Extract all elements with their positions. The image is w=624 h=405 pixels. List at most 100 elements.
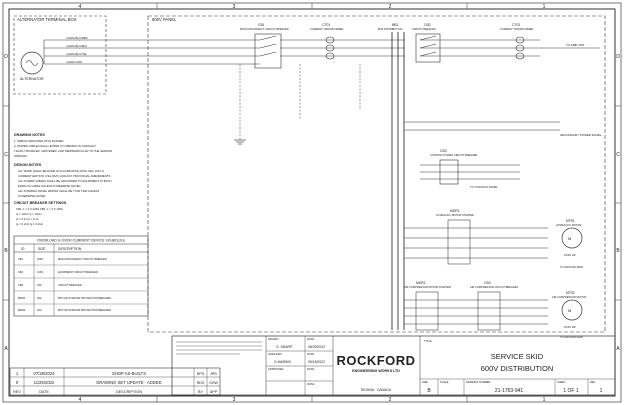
col-number-bottom: 4 [79,397,82,403]
motor-2-symbol: M [561,299,583,321]
drawn-label: DRAWN [268,337,278,341]
scale-label: SCALE [440,380,449,384]
approved-label: APPROVED [268,367,284,371]
cb2-symbol [415,33,441,63]
drawn-by: G. SHARP [276,345,293,349]
revision-cell: DRAWING SET UPDATE - ADDED [96,380,161,385]
schedule-cell: 30A [37,296,42,300]
schedule-cell: 20A [37,308,42,312]
secondary-panel-label: SECONDARY POWER PANEL [560,133,602,137]
mtr2-id: MTR2 [566,291,575,295]
title-block [171,335,616,396]
cb4-id: CB4 [484,281,491,285]
cb3-name: CONTROL POWER CIRCUIT BREAKER [430,153,478,157]
schedule-cell: CIRCUIT BREAKER [58,283,82,287]
date-label: DATE [307,337,314,341]
cb-setting: tp = 0.1s tp = 0.1s [16,217,39,221]
svg-text:4 AWG BLU/YEL: 4 AWG BLU/YEL [66,52,87,56]
rockford-logo: ROCKFORD ENGINEERING WORKS LTD REGINA · … [336,353,415,392]
date-label: DATE [307,352,314,356]
checked-by: G.MARINO [274,360,292,364]
revision-block [9,367,221,396]
date-label: DATE [307,367,314,371]
col-number-bottom: 1 [543,397,546,403]
row-letter-right: D [616,54,620,60]
sheet-value: 1 OF 1 [563,388,579,394]
revision-header: DESCRIPTION [116,390,142,394]
revision-cell: RDS [197,381,205,385]
mdr2-name: AIR COMPRESSOR MOTOR STARTER [404,285,451,289]
cb-settings-title: CIRCUIT BREAKER SETTINGS [14,201,67,205]
ct02-name: CURRENT TRANSFORMER [500,27,533,31]
ct-name: CURRENT TRANSFORMER [310,27,343,31]
schedule-cell: MAIN DISCONNECT CIRCUIT BREAKER [58,257,107,261]
cb2-name: CIRCUIT BREAKER [412,27,436,31]
ground-symbol [234,139,246,145]
secondary-panel-wiring [404,121,560,180]
column-tick-marks [3,3,621,402]
row-letter-left: C [4,152,8,158]
drawing-number-label: DRAWING NUMBER [466,380,491,384]
schedule-cell: CB3 [18,283,24,287]
design-note: ALL INTERNAL PANEL WIRING SHALL BE TYPE … [18,189,99,193]
drawing-note: OPENING. [14,154,28,158]
mdr1-name: HYDRAULIC MOTOR STARTER [436,213,474,217]
schedule-header: SIZE [38,247,46,251]
feeder-cables [43,39,600,65]
col-number-bottom: 3 [233,397,236,403]
confidentiality-fine-print [176,341,262,355]
cb-setting: Ip = 10xIn Ip = 10xIn [16,212,42,216]
cb3-id: CB3 [440,149,447,153]
schedule-title: OVERLOAD & OVER CURRENT DEVICE SCHEDULE [37,239,126,243]
design-note: CURRENT EDITION, CSA (RVC) AND ANY PROVI… [18,174,110,178]
alternator-box-title: ALTERNATOR TERMINAL BOX [17,17,77,22]
revision-cell: RPS [197,372,205,376]
col-number-top: 3 [233,4,236,10]
alternator-terminal-box [13,15,107,95]
title-label: TITLE [424,339,432,343]
drawing-note: 2. POWER CABLES SHALL ENTER CT OPENING I… [14,144,96,148]
revision-cell: SHOP AS-BUILTS [112,371,146,376]
current-transformer-symbol [325,36,335,60]
ct-id: CT01 [322,23,330,27]
schedule-cell: 225A [37,257,43,261]
drawing-number-value: 21-1763-941 [495,388,524,394]
col-number-top: 1 [543,4,546,10]
sheet-label: SHEET [557,380,566,384]
svg-text:4 AWG BLU/RED: 4 AWG BLU/RED [66,36,88,40]
checked-date: 09/15/2022 [308,360,325,364]
main-breaker-id: CB1 [258,23,265,27]
revision-cell: 0 [16,380,19,385]
revision-header: DATE [39,390,49,394]
row-letter-left: D [4,54,8,60]
panel-box-title: 600V PANEL [152,17,177,22]
row-letter-left: B [4,248,8,254]
output-label: TO ABB UNIT [566,43,585,47]
row-letter-right: A [616,346,620,352]
bus-id: BB1 [392,23,399,27]
revision-header: REV [13,390,21,394]
size-value: B [427,388,431,394]
logo-name: ROCKFORD [336,353,415,368]
design-note: ALL WORK SHALL BE DONE IN ACCORDANCE WIT… [18,169,104,173]
cb2-id: CB2 [424,23,431,27]
row-letter-right: C [616,152,620,158]
revision-header: BY [198,390,204,394]
col-number-top: 4 [79,4,82,10]
schedule-cell: MDR2 [18,308,26,312]
revision-cell: 07/28/2023 [34,371,56,376]
design-note: OTHERWISE NOTED [18,194,45,198]
logo-sub: ENGINEERING WORKS LTD [352,369,400,373]
mtr2-name: AIR COMPRESSOR MOTOR [552,295,586,299]
mtr2-rating: 10/15 HP [564,325,576,329]
rev-value: 1 [600,388,603,394]
schedule-cell: CB1 [18,257,24,261]
drawing-title-line2: 600V DISTRIBUTION [481,364,554,373]
schedule-cell: MOTOR STARTER PROTECTION BREAKER [58,308,111,312]
logo-city: REGINA · CANADA [361,388,392,392]
ct02-symbol [515,36,525,60]
ground-label-2: TO GROUND GRID [560,335,583,339]
schedule-header: DESCRIPTION [58,247,82,251]
schedule-header: ID [21,247,25,251]
